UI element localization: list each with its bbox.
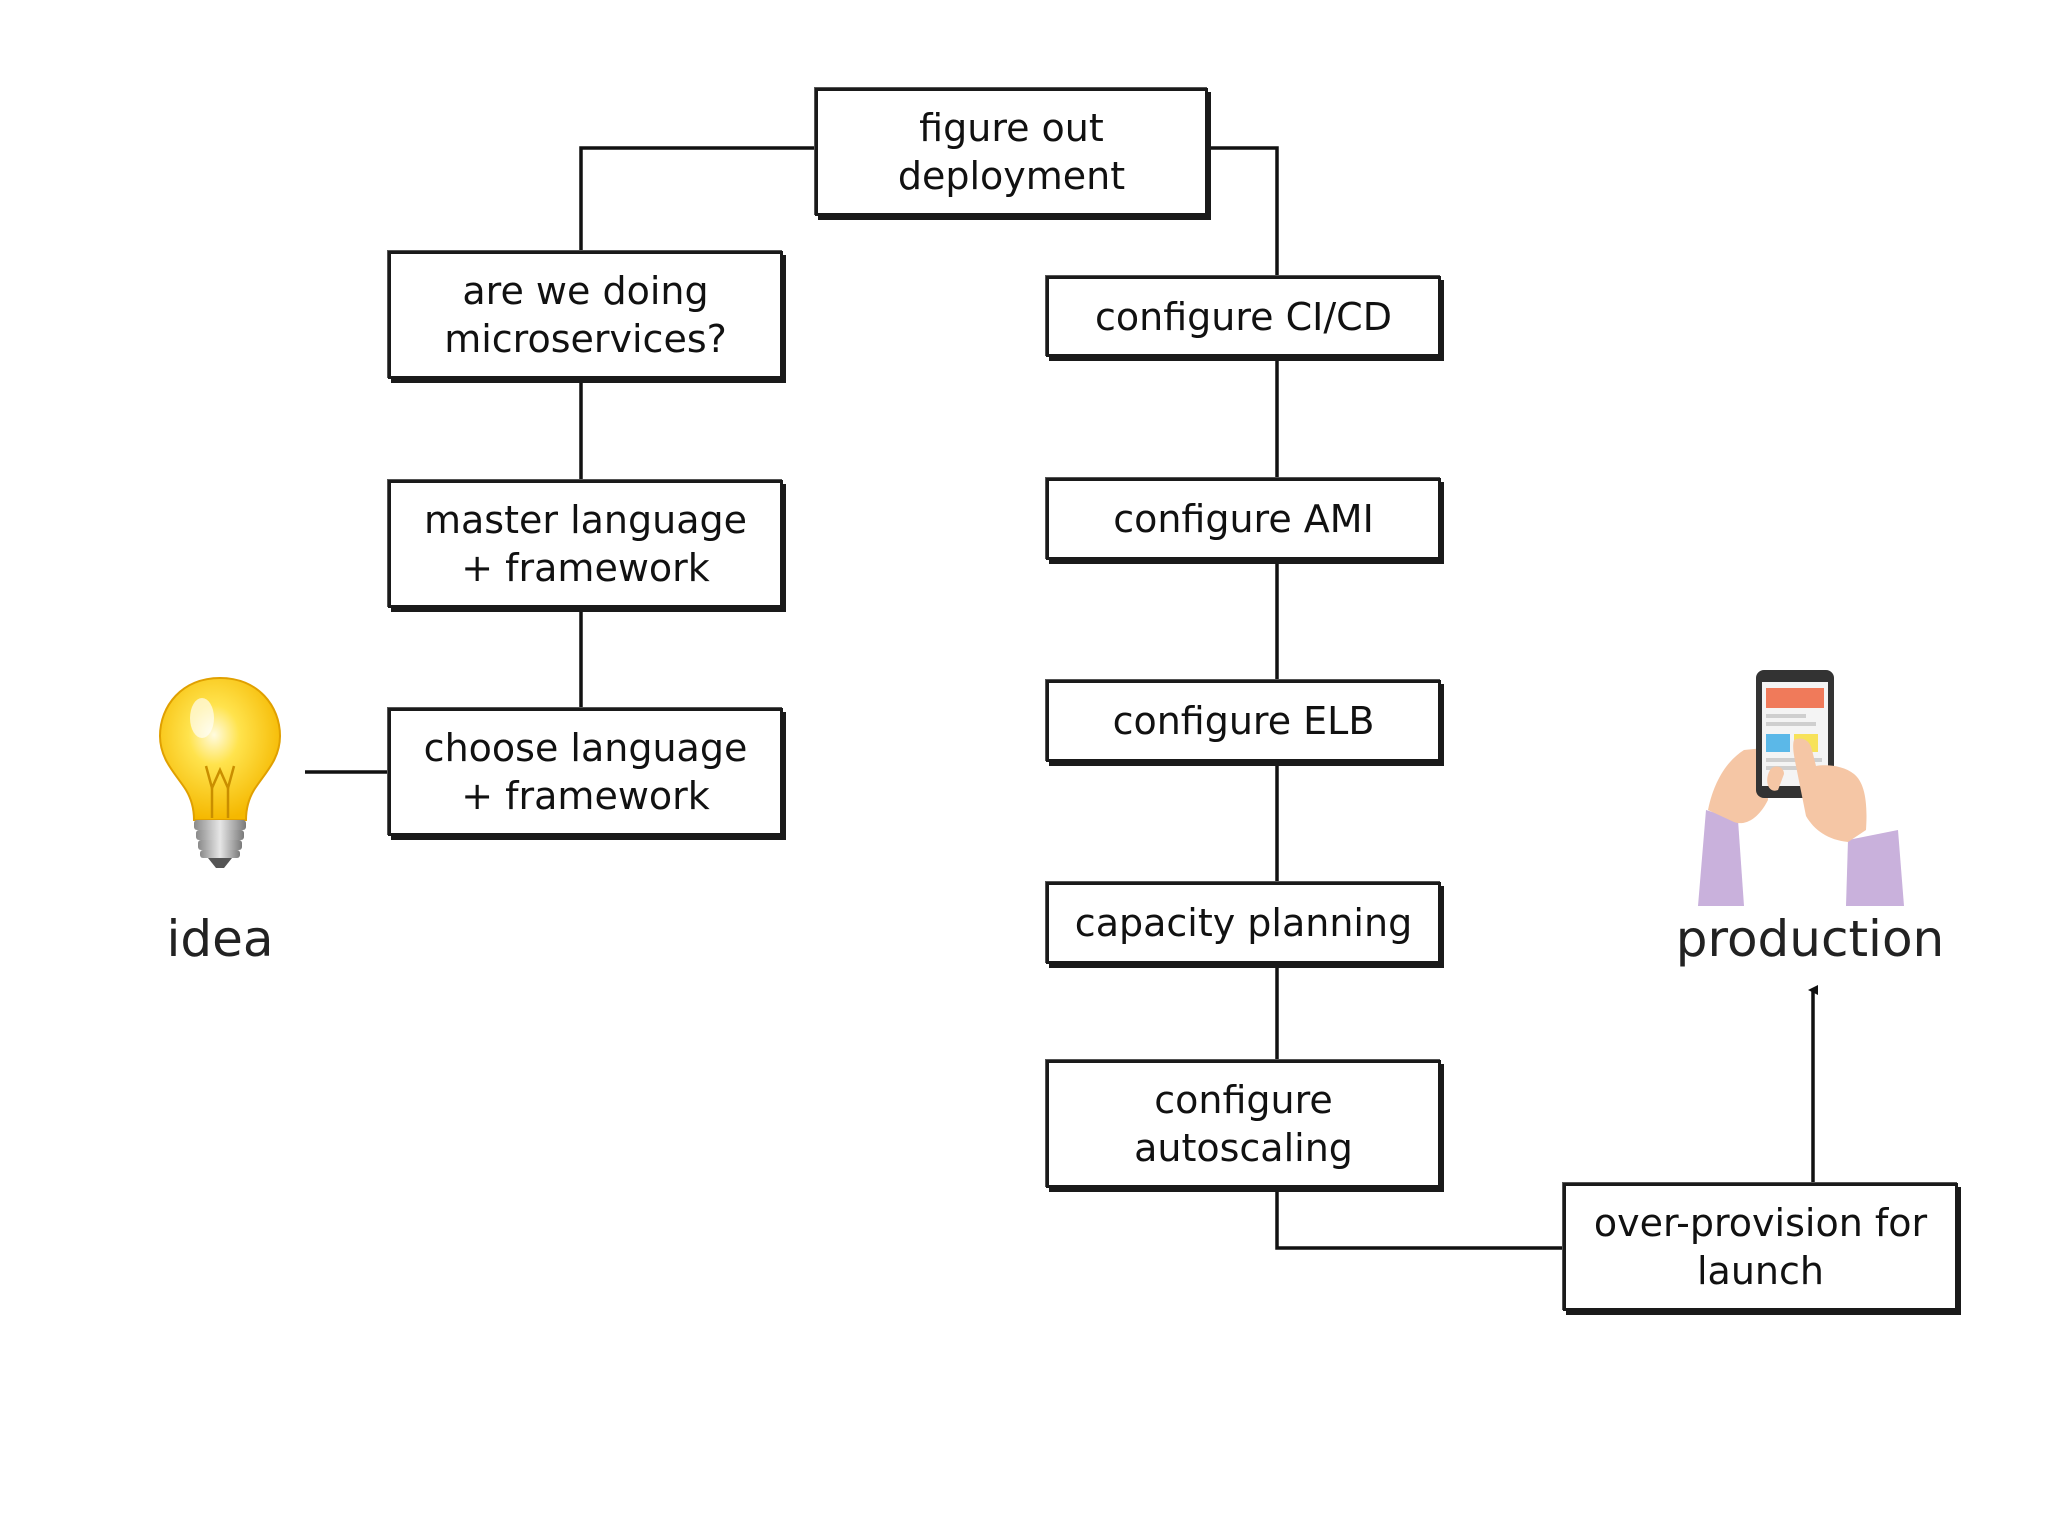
step-label: configure autoscaling bbox=[1134, 1078, 1353, 1170]
step-microservices: are we doing microservices? bbox=[388, 251, 783, 379]
step-label: figure out deployment bbox=[897, 106, 1126, 198]
step-configure-elb: configure ELB bbox=[1046, 680, 1441, 762]
step-label: master language + framework bbox=[424, 498, 747, 590]
step-over-provision: over-provision for launch bbox=[1563, 1183, 1958, 1311]
step-capacity-planning: capacity planning bbox=[1046, 882, 1441, 964]
step-label: over-provision for launch bbox=[1593, 1201, 1928, 1293]
phone-in-hands-icon bbox=[1698, 670, 1904, 906]
step-configure-autoscaling: configure autoscaling bbox=[1046, 1060, 1441, 1188]
step-label: configure AMI bbox=[1113, 497, 1374, 541]
production-label: production bbox=[1675, 910, 1945, 968]
step-master-language: master language + framework bbox=[388, 480, 783, 608]
step-choose-language: choose language + framework bbox=[388, 708, 783, 836]
step-label: choose language + framework bbox=[423, 726, 748, 818]
connector-microservices-to-deployment bbox=[579, 146, 815, 251]
step-figure-out-deployment: figure out deployment bbox=[815, 88, 1208, 216]
step-label: configure ELB bbox=[1112, 699, 1375, 743]
connector-autoscaling-to-overprovision bbox=[1275, 1188, 1563, 1250]
step-configure-cicd: configure CI/CD bbox=[1046, 276, 1441, 357]
step-label: are we doing microservices? bbox=[444, 269, 727, 361]
step-configure-ami: configure AMI bbox=[1046, 478, 1441, 560]
lightbulb-icon bbox=[158, 676, 282, 868]
step-label: capacity planning bbox=[1074, 901, 1413, 945]
idea-label: idea bbox=[166, 910, 274, 968]
step-label: configure CI/CD bbox=[1095, 294, 1392, 339]
connector-deployment-to-cicd bbox=[1208, 146, 1279, 276]
